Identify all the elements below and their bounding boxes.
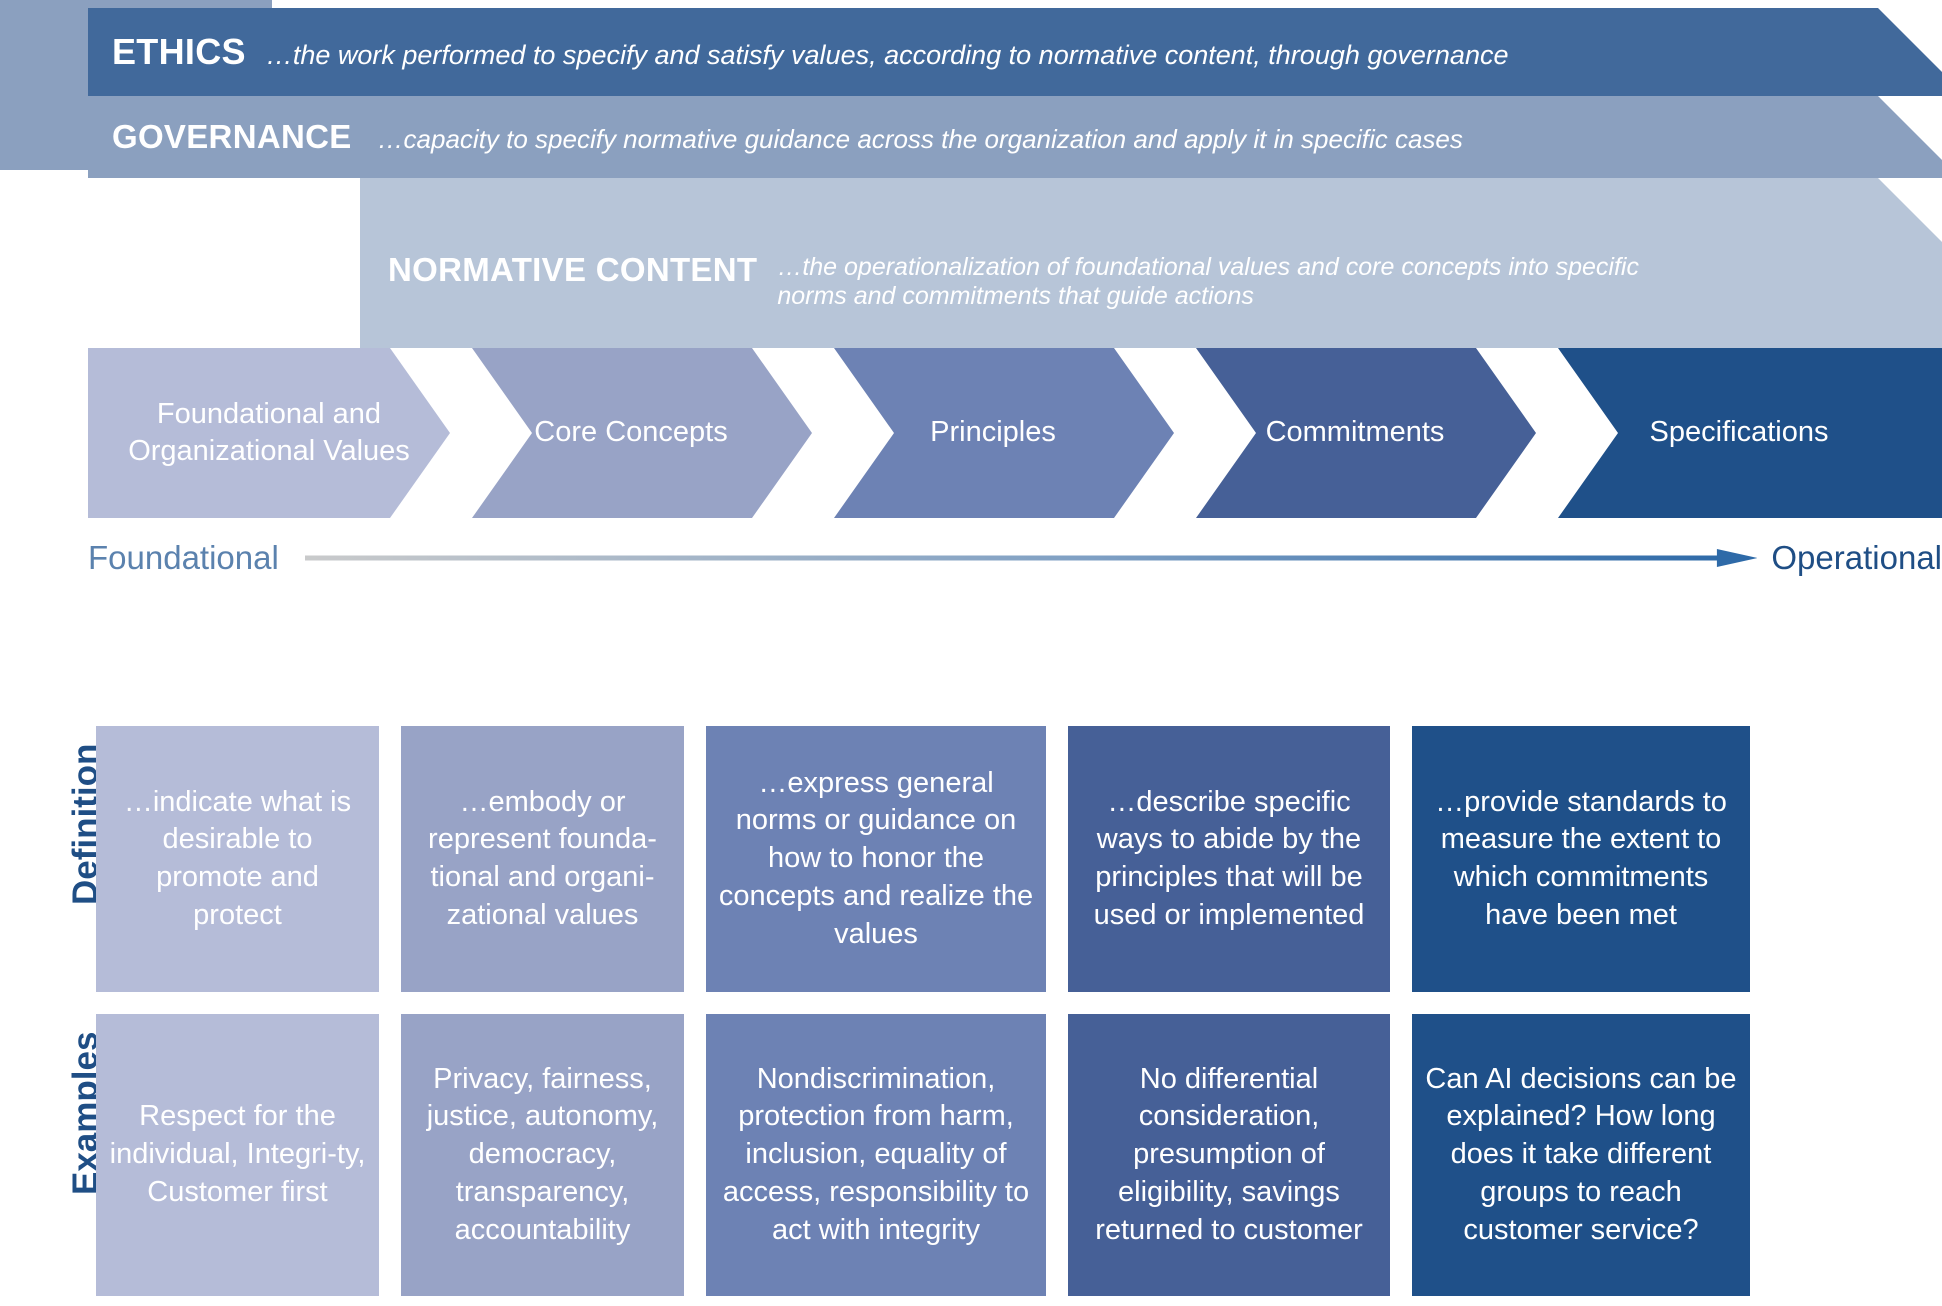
banner-normative-content: NORMATIVE CONTENT …the operationalizatio… <box>360 178 1942 348</box>
examples-cell-4: No differential consideration, presumpti… <box>1068 1014 1390 1296</box>
stage-chevron-core-concepts[interactable]: Core Concepts <box>450 348 812 518</box>
banner-normative-content-description: …the operationalization of foundational … <box>777 252 1639 311</box>
axis-arrow-icon <box>304 549 1758 567</box>
stage-label-3: Principles <box>930 416 1056 449</box>
normative-content-band-shape <box>360 178 1942 348</box>
definition-cell-1: …indicate what is desirable to promote a… <box>96 726 379 992</box>
axis-arrow <box>304 546 1758 570</box>
chevron-shape-1 <box>88 348 450 518</box>
examples-cell-1: Respect for the individual, Integri-ty, … <box>96 1014 379 1296</box>
stage-label-5: Specifications <box>1649 416 1829 449</box>
examples-cell-3: Nondiscrimination, protection from harm,… <box>706 1014 1046 1296</box>
chevron-shape-3 <box>834 348 1174 518</box>
banner-ethics-title: ETHICS <box>112 31 246 72</box>
stage-chevron-specifications[interactable]: Specifications <box>1536 348 1942 518</box>
banner-normative-content-title: NORMATIVE CONTENT <box>388 250 758 288</box>
axis-label-operational: Operational <box>1771 539 1942 576</box>
chevron-shape-2 <box>472 348 812 518</box>
axis-label-foundational: Foundational <box>88 539 279 576</box>
definition-cell-3: …express general norms or guidance on ho… <box>706 726 1046 992</box>
banner-ethics: ETHICS …the work performed to specify an… <box>88 8 1942 96</box>
stage-chevron-row: Foundational and Organizational Values C… <box>88 348 1942 518</box>
stage-chevron-commitments[interactable]: Commitments <box>1174 348 1536 518</box>
definition-cell-row: …indicate what is desirable to promote a… <box>96 726 1942 992</box>
governance-band-shape <box>88 96 1942 178</box>
banner-governance-description: …capacity to specify normative guidance … <box>377 124 1463 154</box>
banner-ethics-description: …the work performed to specify and satis… <box>265 40 1509 70</box>
examples-cell-5: Can AI decisions can be explained? How l… <box>1412 1014 1750 1296</box>
stage-label-2: Core Concepts <box>534 416 728 449</box>
definition-cell-5: …provide standards to measure the extent… <box>1412 726 1750 992</box>
stage-chevron-principles[interactable]: Principles <box>812 348 1174 518</box>
stage-chevron-foundational-values[interactable]: Foundational and Organizational Values <box>88 348 450 518</box>
stage-label-1: Foundational and Organizational Values <box>128 397 410 467</box>
chevron-shape-4 <box>1196 348 1536 518</box>
ethics-band-shape <box>88 8 1942 96</box>
stage-label-4: Commitments <box>1265 416 1445 449</box>
chevron-shape-5 <box>1558 348 1942 518</box>
banner-governance: GOVERNANCE …capacity to specify normativ… <box>88 96 1942 178</box>
foundational-to-operational-axis: Foundational Operational <box>88 520 1942 596</box>
banner-governance-title: GOVERNANCE <box>112 118 352 155</box>
definition-cell-4: …describe specific ways to abide by the … <box>1068 726 1390 992</box>
definition-cell-2: …embody or represent founda-tional and o… <box>401 726 684 992</box>
examples-cell-row: Respect for the individual, Integri-ty, … <box>96 1014 1942 1296</box>
examples-cell-2: Privacy, fairness, justice, autonomy, de… <box>401 1014 684 1296</box>
